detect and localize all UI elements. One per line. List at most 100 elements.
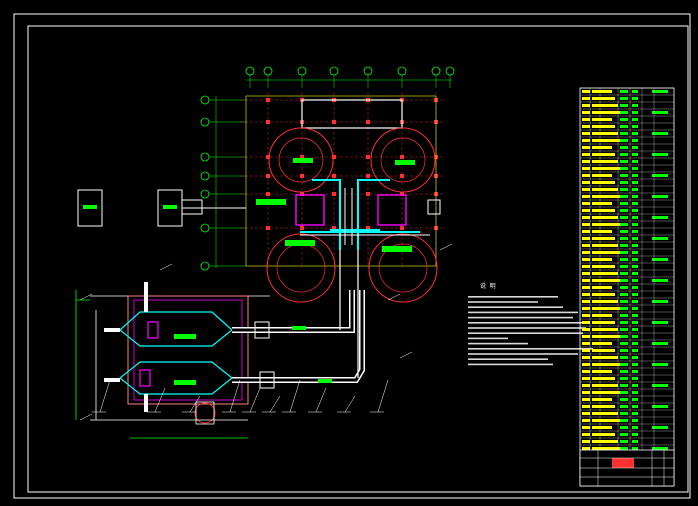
equipment-table	[579, 87, 675, 487]
notes-lines	[468, 296, 593, 366]
table-cell-number	[582, 433, 590, 436]
table-cell-number	[582, 307, 590, 310]
center-equipment-left	[295, 194, 325, 226]
table-cell-name	[592, 153, 615, 156]
grid-column	[332, 192, 336, 196]
table-cell-name	[592, 349, 615, 352]
table-cell-remark	[652, 300, 668, 303]
table-cell-qty	[632, 405, 638, 408]
table-cell-qty	[632, 223, 638, 226]
clarifier-top-right-inner	[380, 137, 426, 183]
table-cell-qty	[632, 188, 638, 191]
axis-bubble-top	[445, 66, 455, 76]
table-cell-qty	[632, 300, 638, 303]
notes-block: 说 明	[468, 282, 593, 366]
table-cell-qty	[632, 146, 638, 149]
table-cell-number	[582, 167, 590, 170]
table-cell-spec	[620, 195, 628, 198]
leader-lines	[79, 243, 453, 421]
table-cell-spec	[620, 230, 628, 233]
left-axis-bubbles	[200, 95, 246, 271]
table-cell-name	[592, 314, 612, 317]
leader-line-side	[79, 293, 93, 301]
axis-bubble-top	[431, 66, 441, 76]
table-cell-name	[592, 447, 621, 450]
notes-line	[468, 363, 553, 366]
table-cell-spec	[620, 412, 628, 415]
table-cell-name	[592, 398, 612, 401]
tank-frame-white	[90, 295, 270, 421]
grid-column	[300, 192, 304, 196]
table-cell-name	[592, 419, 621, 422]
table-cell-spec	[620, 146, 628, 149]
table-cell-spec	[620, 335, 628, 338]
title-block-mark	[612, 458, 634, 468]
building-grid	[200, 66, 455, 271]
tank-2-label	[174, 380, 196, 385]
table-cell-name	[592, 90, 612, 93]
notes-line	[468, 332, 583, 334]
tank-assembly	[75, 250, 365, 439]
table-cell-spec	[620, 391, 628, 394]
table-cell-name	[592, 293, 615, 296]
table-cell-qty	[632, 265, 638, 268]
table-cell-spec	[620, 405, 628, 408]
table-cell-spec	[620, 202, 628, 205]
center-block-green	[256, 199, 286, 205]
table-cell-number	[582, 146, 590, 149]
leader-line-side	[387, 293, 401, 301]
table-cell-spec	[620, 342, 628, 345]
grid-column	[300, 226, 304, 230]
table-cell-spec	[620, 349, 628, 352]
table-cell-qty	[632, 90, 638, 93]
grid-column	[266, 174, 270, 178]
table-cell-name	[592, 335, 621, 338]
title-block-grid	[580, 450, 674, 486]
table-cell-number	[582, 349, 590, 352]
grid-column	[266, 120, 270, 124]
clarifier-top-left-inner	[278, 137, 324, 183]
table-cell-spec	[620, 181, 628, 184]
table-cell-number	[582, 125, 590, 128]
clarifier-bottom-left-inner	[276, 243, 326, 293]
small-vessel	[194, 402, 216, 424]
table-cell-qty	[632, 97, 638, 100]
table-cell-number	[582, 272, 590, 275]
table-cell-number	[582, 265, 590, 268]
grid-column	[400, 155, 404, 159]
table-cell-qty	[632, 279, 638, 282]
axis-bubble-left	[200, 95, 210, 105]
table-cell-number	[582, 188, 590, 191]
leader-line	[377, 379, 389, 413]
top-axis-bubbles	[245, 66, 455, 88]
table-cell-qty	[632, 286, 638, 289]
table-cell-name	[592, 412, 618, 415]
center-block-green-2	[382, 246, 412, 252]
axis-bubble-left	[200, 152, 210, 162]
table-cell-number	[582, 314, 590, 317]
center-block-green-3	[285, 240, 315, 246]
table-cell-name	[592, 384, 618, 387]
table-cell-number	[582, 293, 590, 296]
table-cell-number	[582, 237, 590, 240]
leader-line	[289, 379, 301, 413]
notes-line	[468, 358, 548, 360]
table-cell-number	[582, 398, 590, 401]
clarifier-top-right	[370, 127, 436, 193]
table-cell-number	[582, 286, 590, 289]
table-cell-spec	[620, 118, 628, 121]
table-cell-qty	[632, 139, 638, 142]
table-cell-name	[592, 363, 621, 366]
table-cell-spec	[620, 97, 628, 100]
table-cell-remark	[652, 258, 668, 261]
table-cell-number	[582, 216, 590, 219]
table-rows	[580, 87, 674, 450]
table-cell-spec	[620, 160, 628, 163]
table-cell-number	[582, 384, 590, 387]
table-cell-name	[592, 167, 621, 170]
grid-column	[332, 120, 336, 124]
table-cell-number	[582, 195, 590, 198]
axis-bubble-top	[263, 66, 273, 76]
tank-2	[119, 361, 233, 395]
